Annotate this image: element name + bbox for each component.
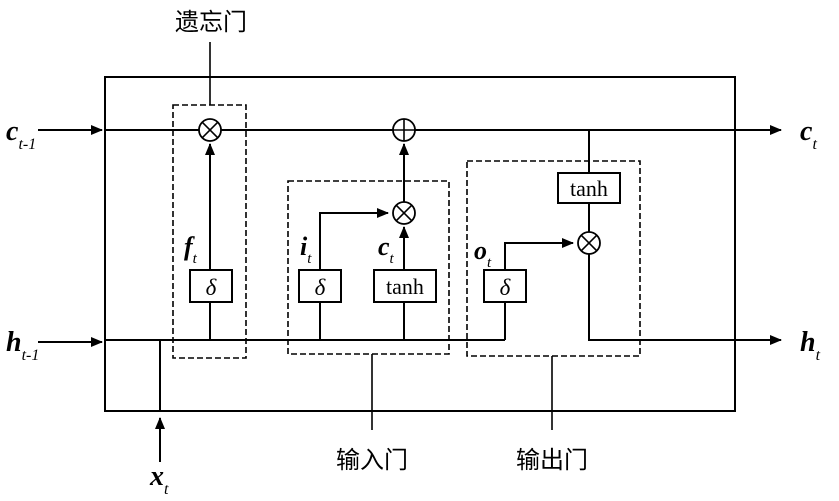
candidate-tanh-label: tanh [386,274,424,299]
input-signal-line [319,208,389,270]
forget-multiply-cross-b [201,121,219,139]
output-tanh-label: tanh [570,176,608,201]
forget-gate-label: 遗忘门 [175,8,247,36]
output-sigma-block [483,269,527,303]
input-gate-region [287,180,450,355]
output-gate-label: 输出门 [516,446,588,474]
x-input-label: xt [149,461,169,498]
lstm-cell-box [104,76,736,412]
input-multiply-cross-b [395,204,413,222]
input-gate-label: 输入门 [336,446,408,474]
i-signal-label: it [300,232,312,267]
c-out-label: ct [800,116,817,153]
output-sigma-symbol: δ [500,275,511,300]
hidden-output-line [588,254,782,345]
h-prev-label: ht-1 [6,327,39,364]
output-signal-line [504,238,574,270]
h-out-label: ht [800,327,821,364]
input-sigma-symbol: δ [315,275,326,300]
candidate-tanh-block [373,269,437,303]
output-multiply-cross-b [580,234,598,252]
o-signal-label: ot [474,236,492,271]
candidate-signal-label: ct [378,232,395,267]
forget-sigma-symbol: δ [206,275,217,300]
c-prev-label: ct-1 [6,116,36,153]
output-gate-region [466,160,641,357]
f-signal-label: ft [184,232,198,267]
